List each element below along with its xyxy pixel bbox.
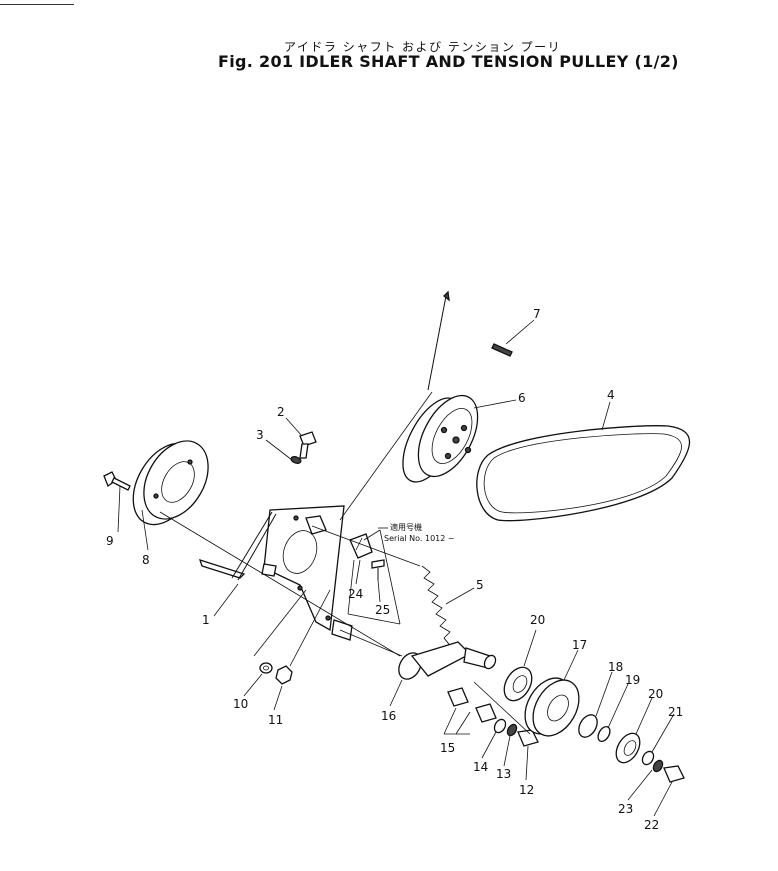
- part-bearing-20a: [503, 666, 533, 702]
- callout-labels: 1 2 3 4 5 6 7 8 9 10 11 12 13 14 15 16 1…: [106, 307, 683, 832]
- callout-18: 18: [608, 660, 623, 674]
- serial-note-number: Serial No. 1012 ~: [384, 534, 455, 543]
- callout-17: 17: [572, 638, 587, 652]
- callout-9: 9: [106, 534, 114, 548]
- part-spring: [421, 565, 453, 649]
- callout-22: 22: [644, 818, 659, 832]
- callout-8: 8: [142, 553, 150, 567]
- part-tension-pulley: [402, 394, 479, 483]
- part-v-belt: [476, 425, 691, 522]
- part-bolt-9: [103, 471, 131, 491]
- callout-3: 3: [256, 428, 264, 442]
- callout-23: 23: [618, 802, 633, 816]
- part-washer-13: [506, 723, 518, 737]
- callout-7: 7: [533, 307, 541, 321]
- part-bracket: [198, 505, 353, 641]
- callout-6: 6: [518, 391, 526, 405]
- callout-2: 2: [277, 405, 285, 419]
- part-bolt-12: [517, 729, 539, 747]
- rod-line: [427, 295, 447, 391]
- figure-title: Fig. 201 IDLER SHAFT AND TENSION PULLEY …: [218, 52, 679, 71]
- part-snap-ring-18: [578, 714, 598, 738]
- callout-20b: 20: [648, 687, 663, 701]
- callout-15: 15: [440, 741, 455, 755]
- part-washer-10: [259, 662, 273, 674]
- part-washer-14: [493, 718, 507, 734]
- callout-5: 5: [476, 578, 484, 592]
- callout-16: 16: [381, 709, 396, 723]
- part-bolt-22: [663, 765, 685, 783]
- callout-19: 19: [625, 673, 640, 687]
- callout-14: 14: [473, 760, 488, 774]
- part-flange: [132, 440, 209, 526]
- part-bolt-2: [299, 431, 317, 459]
- callout-11: 11: [268, 713, 283, 727]
- callout-20a: 20: [530, 613, 545, 627]
- callout-12: 12: [519, 783, 534, 797]
- part-washer-21: [641, 750, 655, 766]
- part-washer-3: [290, 456, 302, 464]
- callout-1: 1: [202, 613, 210, 627]
- serial-note-jp: 適用号機: [390, 522, 422, 532]
- part-tension-arm: [398, 641, 497, 680]
- part-clamp-24: [349, 533, 373, 559]
- rod-tip: [443, 290, 450, 302]
- part-key: [491, 343, 513, 357]
- part-bearing-20b: [615, 732, 641, 764]
- part-pulley-17: [524, 677, 580, 737]
- part-bushings: [447, 687, 497, 723]
- leader-lines: [117, 319, 675, 817]
- callout-25: 25: [375, 603, 390, 617]
- top-rule: [0, 4, 74, 5]
- callout-24: 24: [348, 587, 363, 601]
- callout-13: 13: [496, 767, 511, 781]
- part-washer-23: [652, 759, 664, 773]
- callout-21: 21: [668, 705, 683, 719]
- title-japanese: アイドラ シャフト および テンション プーリ: [284, 40, 562, 54]
- part-nut-11: [275, 665, 293, 685]
- part-screw-25: [371, 559, 385, 580]
- callout-4: 4: [607, 388, 615, 402]
- callout-10: 10: [233, 697, 248, 711]
- part-washer-19: [597, 725, 611, 743]
